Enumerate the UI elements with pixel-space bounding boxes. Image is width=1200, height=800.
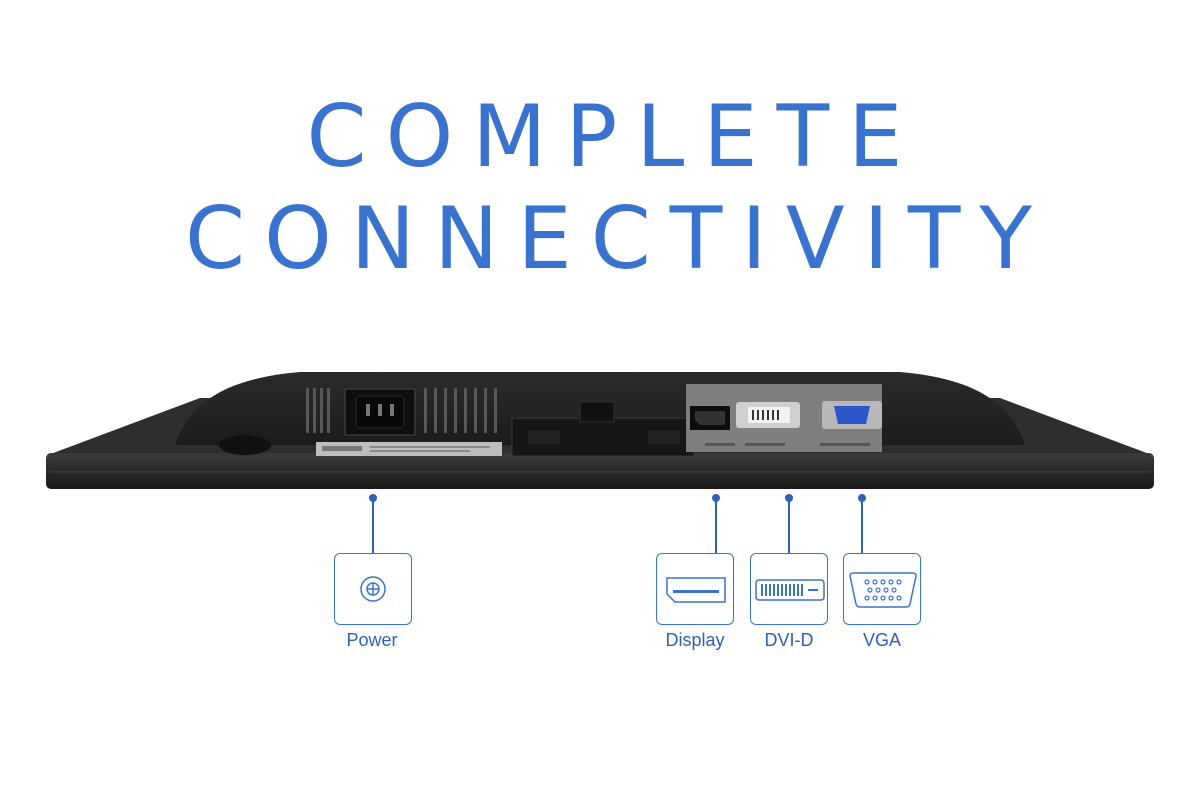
dvi-port-card (750, 553, 828, 625)
left-vent-grille (306, 388, 330, 433)
headline-line-1: COMPLETE (306, 87, 922, 187)
center-vent-grille (424, 388, 497, 433)
display-leader-line (715, 498, 717, 554)
power-leader-line (372, 498, 374, 554)
panel-edge (46, 453, 1154, 489)
power-port-card (334, 553, 412, 625)
power-socket-icon (360, 576, 386, 602)
display-label: Display (665, 630, 725, 650)
vga-icon (849, 572, 917, 608)
display-port-card (656, 553, 734, 625)
vga-port-card (843, 553, 921, 625)
vga-port (834, 406, 870, 424)
vga-leader-line (861, 498, 863, 554)
round-button (219, 435, 271, 455)
dvi-d-icon (755, 579, 825, 601)
dvi-d-label: DVI-D (764, 630, 814, 650)
power-label: Power (346, 630, 398, 650)
headline-line-2: CONNECTIVITY (185, 189, 1051, 289)
dvi-leader-line (788, 498, 790, 554)
product-sticker (316, 442, 502, 456)
vga-label: VGA (862, 630, 901, 650)
displayport-icon (666, 577, 726, 603)
